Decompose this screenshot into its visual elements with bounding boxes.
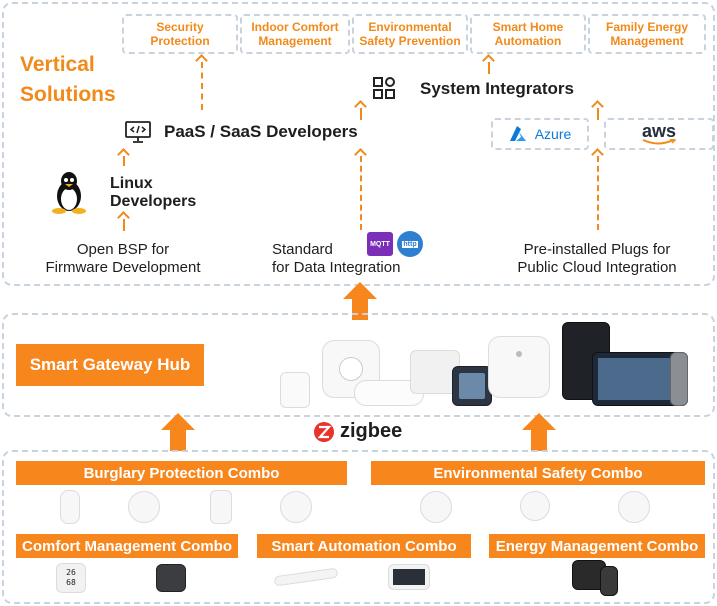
azure-logo-icon (509, 126, 526, 141)
linux-tux-icon (50, 170, 88, 214)
caption-plugs: Pre-installed Plugs for Public Cloud Int… (517, 241, 677, 276)
caption-standard: Standard for Data Integration (272, 241, 401, 276)
integrator-grid-icon (372, 76, 396, 100)
connector-line (360, 108, 362, 120)
big-up-arrow (343, 282, 377, 320)
connector-line (597, 156, 599, 230)
connector-line (360, 156, 362, 230)
linux-developers-label: Linux Developers (110, 175, 197, 210)
http-globe-icon: http (397, 231, 423, 257)
gateway-device (452, 366, 492, 406)
gateway-device (280, 372, 310, 408)
azure-box: Azure (491, 118, 589, 150)
connector-line (201, 62, 203, 110)
combo-energy-management: Energy Management Combo (489, 534, 705, 558)
connector-line (123, 219, 125, 231)
gateway-panel (2, 313, 715, 417)
combo-comfort-management: Comfort Management Combo (16, 534, 238, 558)
thermostat-device (156, 564, 186, 592)
smoke-sensor-device (280, 491, 312, 523)
motion-sensor-device (60, 490, 80, 524)
combos-panel (2, 450, 715, 604)
zigbee-logo-icon (314, 421, 334, 442)
big-up-arrow (522, 413, 556, 451)
zigbee-logo: zigbee (314, 420, 402, 443)
vertical-solutions-title: Vertical Solutions (20, 53, 116, 106)
combo-environmental-safety: Environmental Safety Combo (371, 461, 705, 485)
solution-indoor-comfort: Indoor Comfort Management (240, 14, 350, 54)
siren-device (128, 491, 160, 523)
solution-security: Security Protection (122, 14, 238, 54)
code-monitor-icon (124, 120, 152, 144)
combo-burglary-protection: Burglary Protection Combo (16, 461, 347, 485)
smart-gateway-hub-label: Smart Gateway Hub (16, 344, 204, 386)
smart-panel-device (388, 564, 430, 590)
gas-sensor-device (420, 491, 452, 523)
solution-family-energy: Family Energy Management (588, 14, 706, 54)
system-integrators-label: System Integrators (420, 79, 574, 98)
solution-environmental: Environmental Safety Prevention (352, 14, 468, 54)
door-sensor-device (210, 490, 232, 524)
solution-smart-home: Smart Home Automation (470, 14, 586, 54)
connector-line (488, 62, 490, 74)
gateway-device (488, 336, 550, 398)
gateway-device (670, 352, 688, 406)
connector-line (123, 156, 125, 166)
mqtt-badge-icon: MQTT (367, 232, 393, 256)
co-sensor-device (618, 491, 650, 523)
valve-device (600, 566, 618, 596)
caption-open-bsp: Open BSP for Firmware Development (45, 241, 201, 276)
paas-saas-developers-label: PaaS / SaaS Developers (164, 122, 358, 141)
aws-box: aws (604, 118, 714, 150)
thermo-hygrometer-device: 26 68 (56, 563, 86, 593)
combo-smart-automation: Smart Automation Combo (257, 534, 471, 558)
aws-logo-icon (642, 139, 677, 145)
big-up-arrow (161, 413, 195, 451)
connector-line (597, 108, 599, 120)
leak-sensor-device (520, 491, 550, 521)
